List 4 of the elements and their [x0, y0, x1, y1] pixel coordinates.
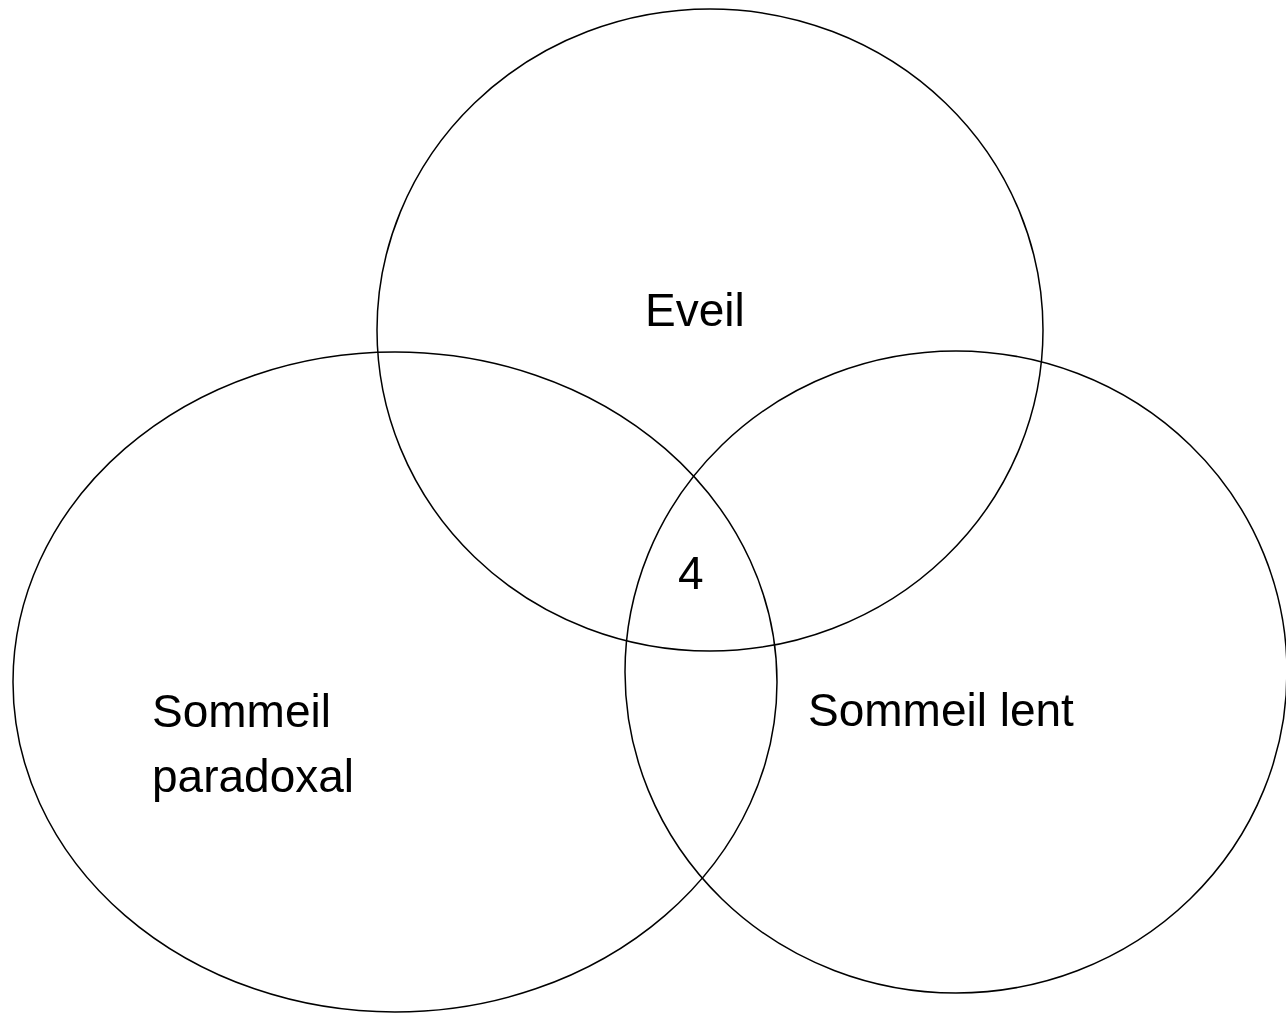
intersection-count: 4 — [678, 548, 704, 598]
set-label: Sommeil lent — [808, 683, 1075, 738]
set-label: Eveil — [645, 283, 746, 338]
set-label: Sommeil paradoxal — [152, 684, 356, 804]
